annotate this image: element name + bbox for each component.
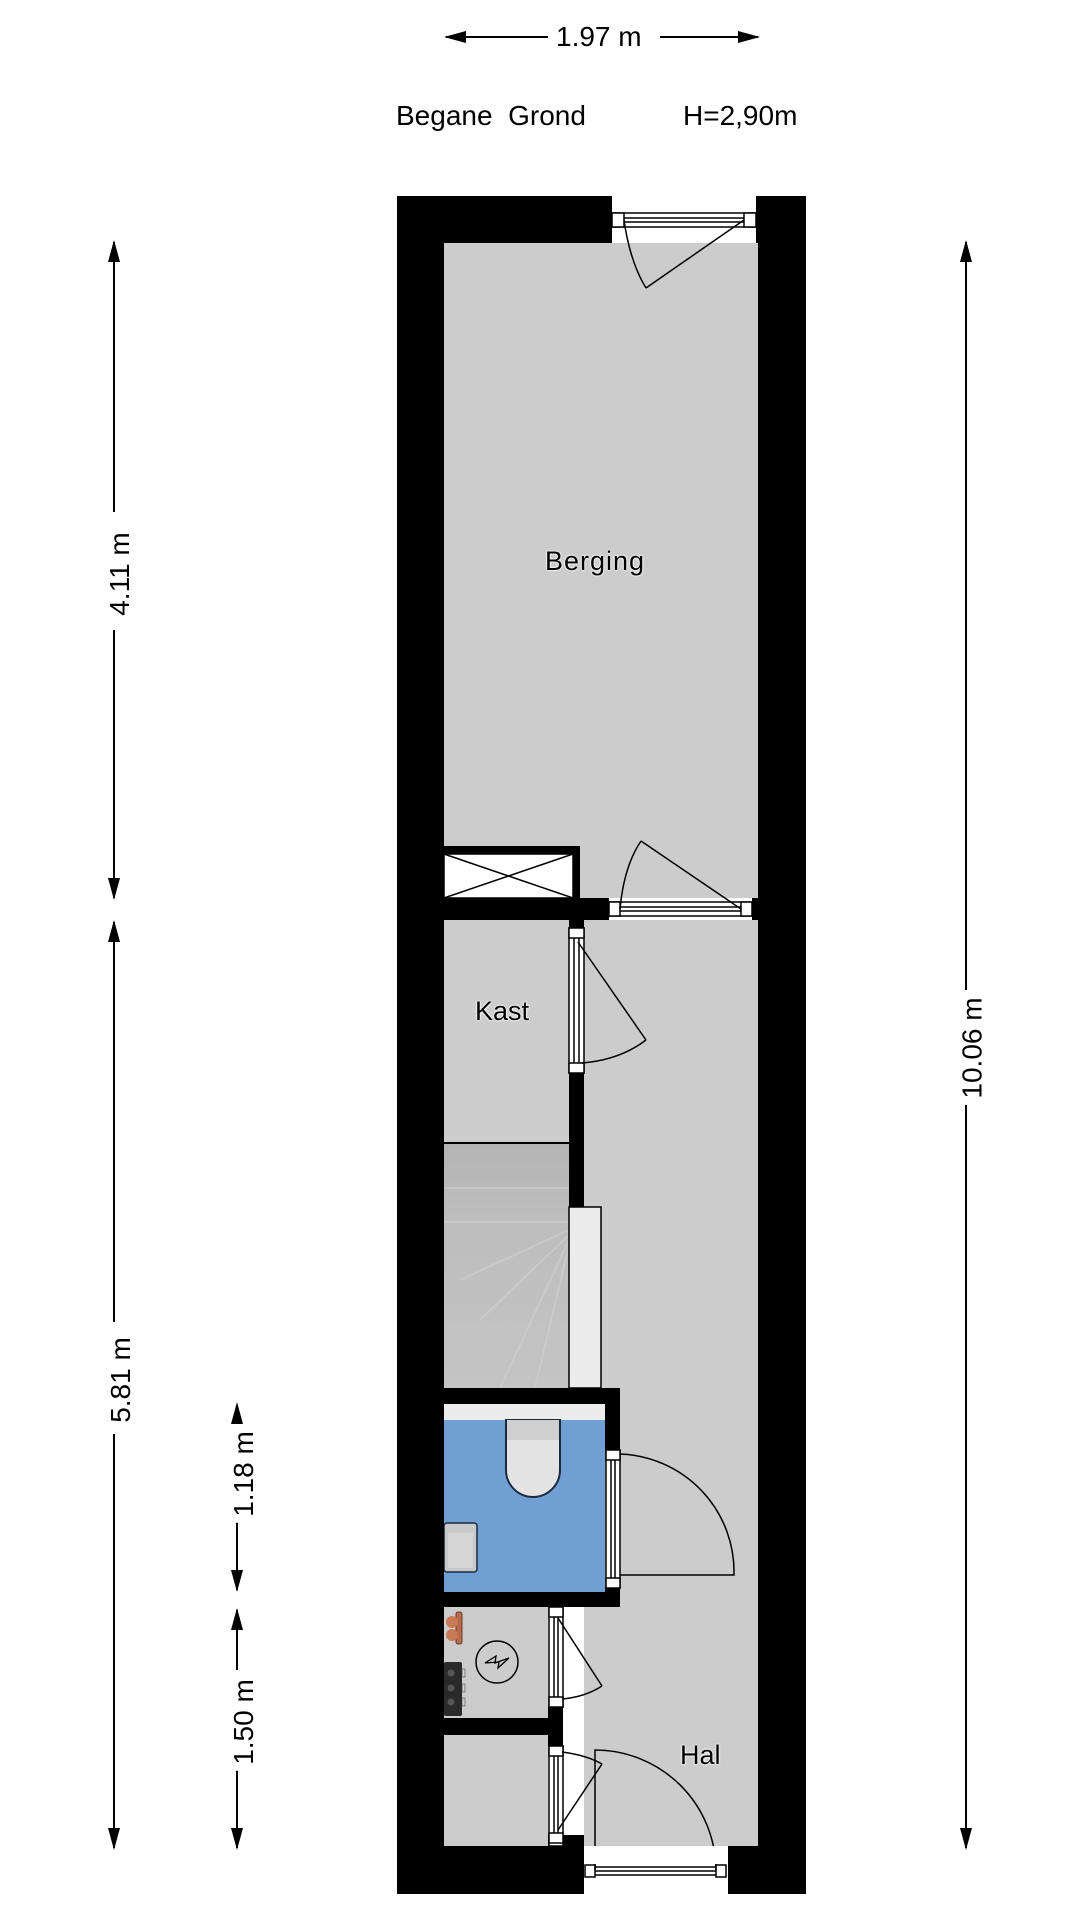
electric-panel-icon (444, 1662, 466, 1716)
floor-berging (444, 243, 758, 898)
dimension-closets-height: 1.50 m (225, 1673, 262, 1771)
door-berging-rear (611, 212, 757, 289)
floor-kast (444, 920, 569, 1143)
toilet-shelf (444, 1404, 605, 1420)
door-kast (568, 927, 647, 1074)
stair-handrail (568, 1206, 602, 1389)
door-toilet (605, 1449, 735, 1589)
dimension-lines (108, 31, 972, 1850)
gas-meter-icon (446, 1611, 463, 1645)
stair-treads (444, 1187, 570, 1389)
walls (397, 196, 806, 1894)
room-label-berging: Berging (545, 546, 646, 576)
floor-lower-closet (444, 1735, 548, 1846)
room-label-hal: Hal (680, 1740, 721, 1770)
dimension-width-top: 1.97 m (556, 21, 642, 52)
dimension-total-length: 10.06 m (954, 991, 991, 1105)
dimension-left-upper: 4.11 m (101, 526, 138, 622)
room-label-kast: Kast (475, 996, 530, 1026)
dimension-toilet-height: 1.18 m (225, 1425, 262, 1523)
door-meter-closet (548, 1606, 603, 1708)
floor-stairs (444, 1143, 569, 1388)
ceiling-height: H=2,90m (683, 100, 798, 131)
floor-name: Begane Grond (396, 100, 586, 131)
door-berging-hal (608, 840, 753, 917)
dimension-left-lower: 5.81 m (102, 1331, 139, 1429)
floor-hal (584, 920, 758, 1846)
lightning-bolt-icon (475, 1640, 519, 1684)
crossed-box-icon (443, 853, 574, 899)
